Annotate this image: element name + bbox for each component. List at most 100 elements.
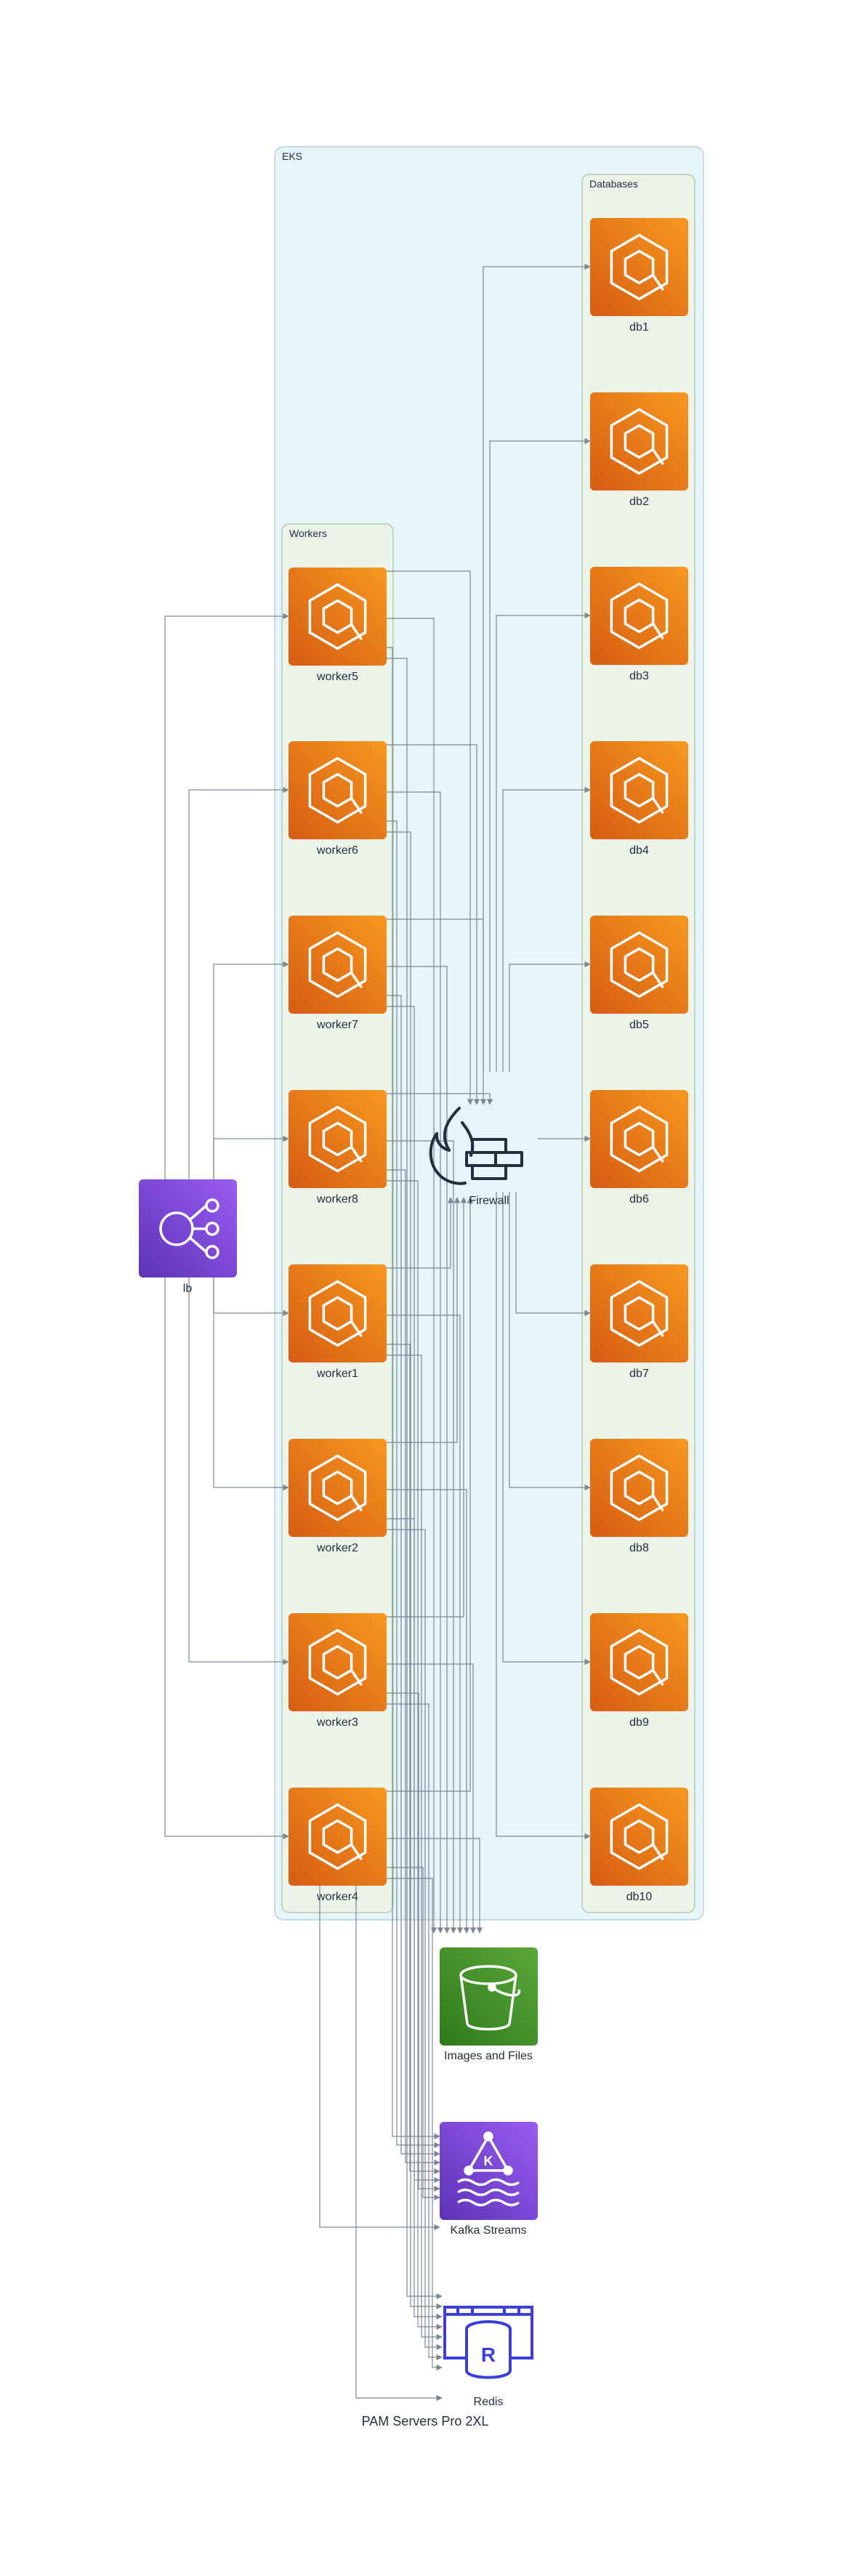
db-node-db6[interactable]: db6 <box>590 1090 688 1206</box>
ecs-container-icon <box>610 756 669 824</box>
db-node-db4-label: db4 <box>629 844 649 857</box>
ecs-container-icon <box>308 583 367 650</box>
db-node-db8-label: db8 <box>629 1542 649 1554</box>
edge-lb-to-worker3 <box>188 1277 289 1665</box>
edge-lb-to-worker7 <box>213 961 289 1179</box>
db-node-db10[interactable]: db10 <box>590 1788 688 1903</box>
edge-worker4-to-redis <box>387 1878 443 2371</box>
db-node-db2-label: db2 <box>629 496 649 508</box>
edge-firewall-to-db3 <box>496 612 591 1072</box>
db-node-db1[interactable]: db1 <box>590 218 688 334</box>
ecs-container-icon <box>610 408 669 475</box>
nodes: lb Firewall Images and Files <box>139 218 688 2428</box>
ecs-container-icon <box>308 1454 367 1522</box>
db-node-db8[interactable]: db8 <box>590 1439 688 1554</box>
edge-worker2-to-images <box>387 1489 470 1934</box>
firewall-label: Firewall <box>469 1195 509 1207</box>
worker-node-worker1[interactable]: worker1 <box>289 1264 387 1380</box>
worker-node-worker3[interactable]: worker3 <box>289 1613 387 1729</box>
edge-worker3-to-redis <box>387 1703 443 2361</box>
edge-lb-to-worker8 <box>213 1135 289 1179</box>
db-node-db4[interactable]: db4 <box>590 741 688 857</box>
worker-node-worker2[interactable]: worker2 <box>289 1439 387 1554</box>
edge-worker6-to-images <box>387 791 444 1934</box>
edge-worker1-to-firewall <box>387 1197 454 1269</box>
edge-firewall-to-db7 <box>515 1192 591 1317</box>
images-label: Images and Files <box>444 2050 533 2062</box>
worker-node-worker6-label: worker6 <box>316 844 358 857</box>
db-node-db9-label: db9 <box>629 1716 649 1729</box>
redis-label: Redis <box>474 2396 504 2408</box>
lb-node[interactable]: lb <box>139 1179 237 1295</box>
cluster-workers-label: Workers <box>289 528 327 539</box>
worker-node-worker4[interactable]: worker4 <box>289 1788 387 1903</box>
kafka-label: Kafka Streams <box>451 2224 527 2237</box>
edge-worker6-to-firewall <box>387 744 480 1105</box>
edge-worker8-to-images <box>387 1140 457 1934</box>
edge-firewall-to-db1 <box>483 263 591 1072</box>
worker-node-worker6[interactable]: worker6 <box>289 741 387 857</box>
db-node-db5[interactable]: db5 <box>590 916 688 1031</box>
edge-worker1-to-images <box>387 1315 464 1934</box>
cluster-workers: Workers <box>281 523 394 1913</box>
edge-worker5-to-images <box>387 618 437 1934</box>
edge-lb-to-worker6 <box>188 786 289 1179</box>
ecs-container-icon <box>610 1454 669 1522</box>
edge-worker4-to-kafka-b <box>319 1886 440 2231</box>
ecs-container-icon <box>610 1628 669 1696</box>
edge-lb-to-worker2 <box>213 1277 289 1491</box>
edge-worker2-to-redis <box>387 1529 443 2351</box>
edge-worker4-to-redis-b <box>355 1886 443 2402</box>
edge-worker5-to-firewall <box>387 570 474 1105</box>
images-node[interactable]: Images and Files <box>440 1947 538 2062</box>
db-node-db2[interactable]: db2 <box>590 392 688 508</box>
edge-worker5-to-kafka <box>387 647 440 2140</box>
redis-icon: R <box>443 2306 533 2379</box>
ecs-container-icon <box>308 1628 367 1696</box>
db-node-db5-label: db5 <box>629 1019 649 1031</box>
db-node-db3-label: db3 <box>629 670 649 682</box>
edge-worker8-to-redis <box>387 1180 443 2330</box>
edge-firewall-to-db10 <box>496 1192 591 1840</box>
edge-worker8-to-firewall <box>387 1093 493 1105</box>
db-node-db1-label: db1 <box>629 321 649 334</box>
edge-worker7-to-firewall <box>387 918 487 1105</box>
ecs-container-icon <box>308 931 367 998</box>
elb-network-icon <box>159 1198 219 1259</box>
edge-lb-to-worker4 <box>164 1277 289 1840</box>
worker-node-worker5-label: worker5 <box>316 671 358 683</box>
edge-worker3-to-images <box>387 1663 477 1934</box>
firewall-node[interactable]: Firewall <box>429 1107 523 1207</box>
edge-lb-to-worker5 <box>164 613 289 1179</box>
edge-firewall-to-db9 <box>502 1192 591 1665</box>
redis-node[interactable]: R Redis <box>443 2306 533 2408</box>
ecs-container-icon <box>610 931 669 998</box>
db-node-db6-label: db6 <box>629 1193 649 1206</box>
edge-worker5-to-redis <box>387 658 443 2300</box>
db-node-db3[interactable]: db3 <box>590 567 688 682</box>
worker-node-worker7[interactable]: worker7 <box>289 916 387 1031</box>
db-node-db7[interactable]: db7 <box>590 1264 688 1380</box>
worker-node-worker8-label: worker8 <box>316 1193 358 1206</box>
worker-node-worker2-label: worker2 <box>316 1542 358 1554</box>
kafka-node[interactable]: K Kafka Streams <box>440 2122 538 2237</box>
edge-firewall-to-db2 <box>489 437 591 1072</box>
ecs-container-icon <box>610 582 669 650</box>
s3-bucket-icon <box>459 1965 521 2031</box>
cluster-databases-label: Databases <box>589 178 638 190</box>
kafka-streams-icon: K <box>456 2131 520 2207</box>
db-node-db10-label: db10 <box>626 1891 653 1903</box>
edge-firewall-to-db8 <box>509 1192 591 1491</box>
ecs-container-icon <box>610 1280 669 1347</box>
ecs-container-icon <box>610 1803 669 1870</box>
svg-text:K: K <box>484 2154 493 2168</box>
edge-firewall-to-db4 <box>502 786 591 1072</box>
ecs-container-icon <box>308 1105 367 1173</box>
worker-node-worker4-label: worker4 <box>316 1891 358 1903</box>
db-node-db7-label: db7 <box>629 1368 649 1380</box>
worker-node-worker8[interactable]: worker8 <box>289 1090 387 1206</box>
ecs-container-icon <box>610 1105 669 1173</box>
db-node-db9[interactable]: db9 <box>590 1613 688 1729</box>
worker-node-worker5[interactable]: worker5 <box>289 568 387 683</box>
